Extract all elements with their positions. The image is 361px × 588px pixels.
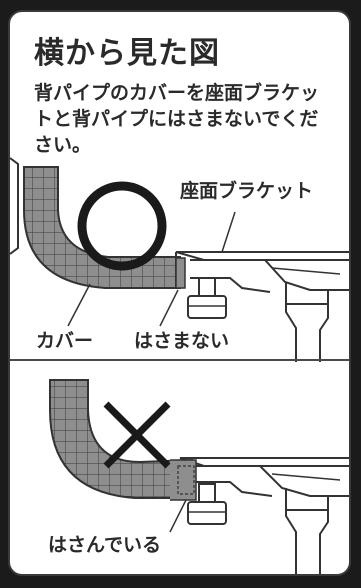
incorrect-setup-illustration bbox=[49, 379, 349, 574]
cross-incorrect-icon bbox=[103, 401, 171, 469]
correct-setup-illustration bbox=[10, 157, 349, 362]
cover-label: カバー bbox=[36, 330, 94, 352]
circle-correct-icon bbox=[77, 181, 167, 271]
diagram-title: 横から見た図 bbox=[34, 36, 220, 71]
instruction-text: 背パイプのカバーを座面ブラケットと背パイプにはさまないでください。 bbox=[34, 82, 320, 156]
instruction-panel: 横から見た図 背パイプのカバーを座面ブラケットと背パイプにはさまないでください。 bbox=[8, 10, 351, 576]
do-not-pinch-label: はさまない bbox=[134, 330, 230, 352]
seat-bracket-label: 座面ブラケット bbox=[180, 180, 314, 202]
pinched-label: はさんでいる bbox=[48, 534, 162, 556]
section-divider bbox=[10, 359, 349, 361]
diagram-illustrations bbox=[10, 157, 349, 574]
